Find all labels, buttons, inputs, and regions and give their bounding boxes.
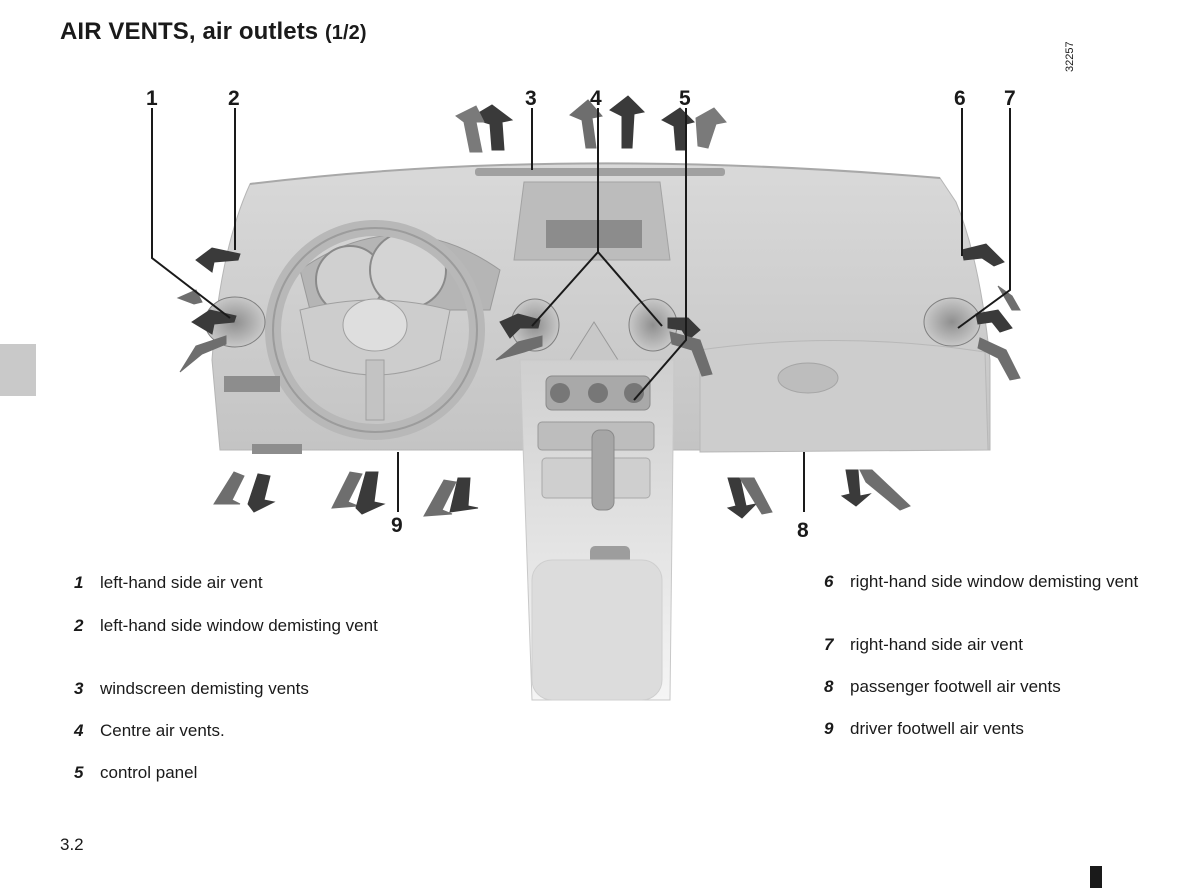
callout-7: 7 — [1004, 87, 1016, 110]
legend-number: 1 — [74, 573, 84, 592]
legend-text: control panel — [100, 763, 198, 782]
legend-text: windscreen demisting vents — [100, 679, 309, 698]
legend-text: passenger footwell air vents — [850, 677, 1061, 696]
page-title-text: AIR VENTS, air outlets — [60, 18, 319, 45]
page-title: AIR VENTS, air outlets (1/2) — [60, 18, 367, 46]
legend-number: 2 — [74, 616, 84, 635]
callout-5: 5 — [679, 87, 691, 110]
legend-number: 8 — [824, 677, 834, 696]
legend-number: 5 — [74, 763, 84, 782]
legend-text: left-hand side air vent — [100, 573, 263, 592]
legend-text: right-hand side window demisting vent — [850, 572, 1139, 591]
callout-9: 9 — [391, 514, 403, 537]
page-title-part: (1/2) — [325, 22, 367, 44]
legend-text: driver footwell air vents — [850, 719, 1024, 738]
legend-number: 3 — [74, 679, 84, 698]
legend-number: 9 — [824, 719, 834, 738]
callout-4: 4 — [590, 87, 602, 110]
legend-number: 7 — [824, 635, 834, 654]
callout-8: 8 — [797, 519, 809, 542]
callout-1: 1 — [146, 87, 158, 110]
legend-text: Centre air vents. — [100, 721, 225, 740]
page-edge-marker — [1090, 866, 1102, 888]
section-tab — [0, 344, 36, 396]
callout-3: 3 — [525, 87, 537, 110]
callout-6: 6 — [954, 87, 966, 110]
dashboard-illustration: 1 2 3 4 5 6 7 8 9 — [146, 87, 1021, 701]
page-number: 3.2 — [60, 835, 84, 854]
callout-2: 2 — [228, 87, 240, 110]
legend-text: right-hand side air vent — [850, 635, 1023, 654]
legend-number: 4 — [74, 721, 84, 740]
legend-number: 6 — [824, 572, 834, 591]
legend-text: left-hand side window demisting vent — [100, 616, 378, 635]
